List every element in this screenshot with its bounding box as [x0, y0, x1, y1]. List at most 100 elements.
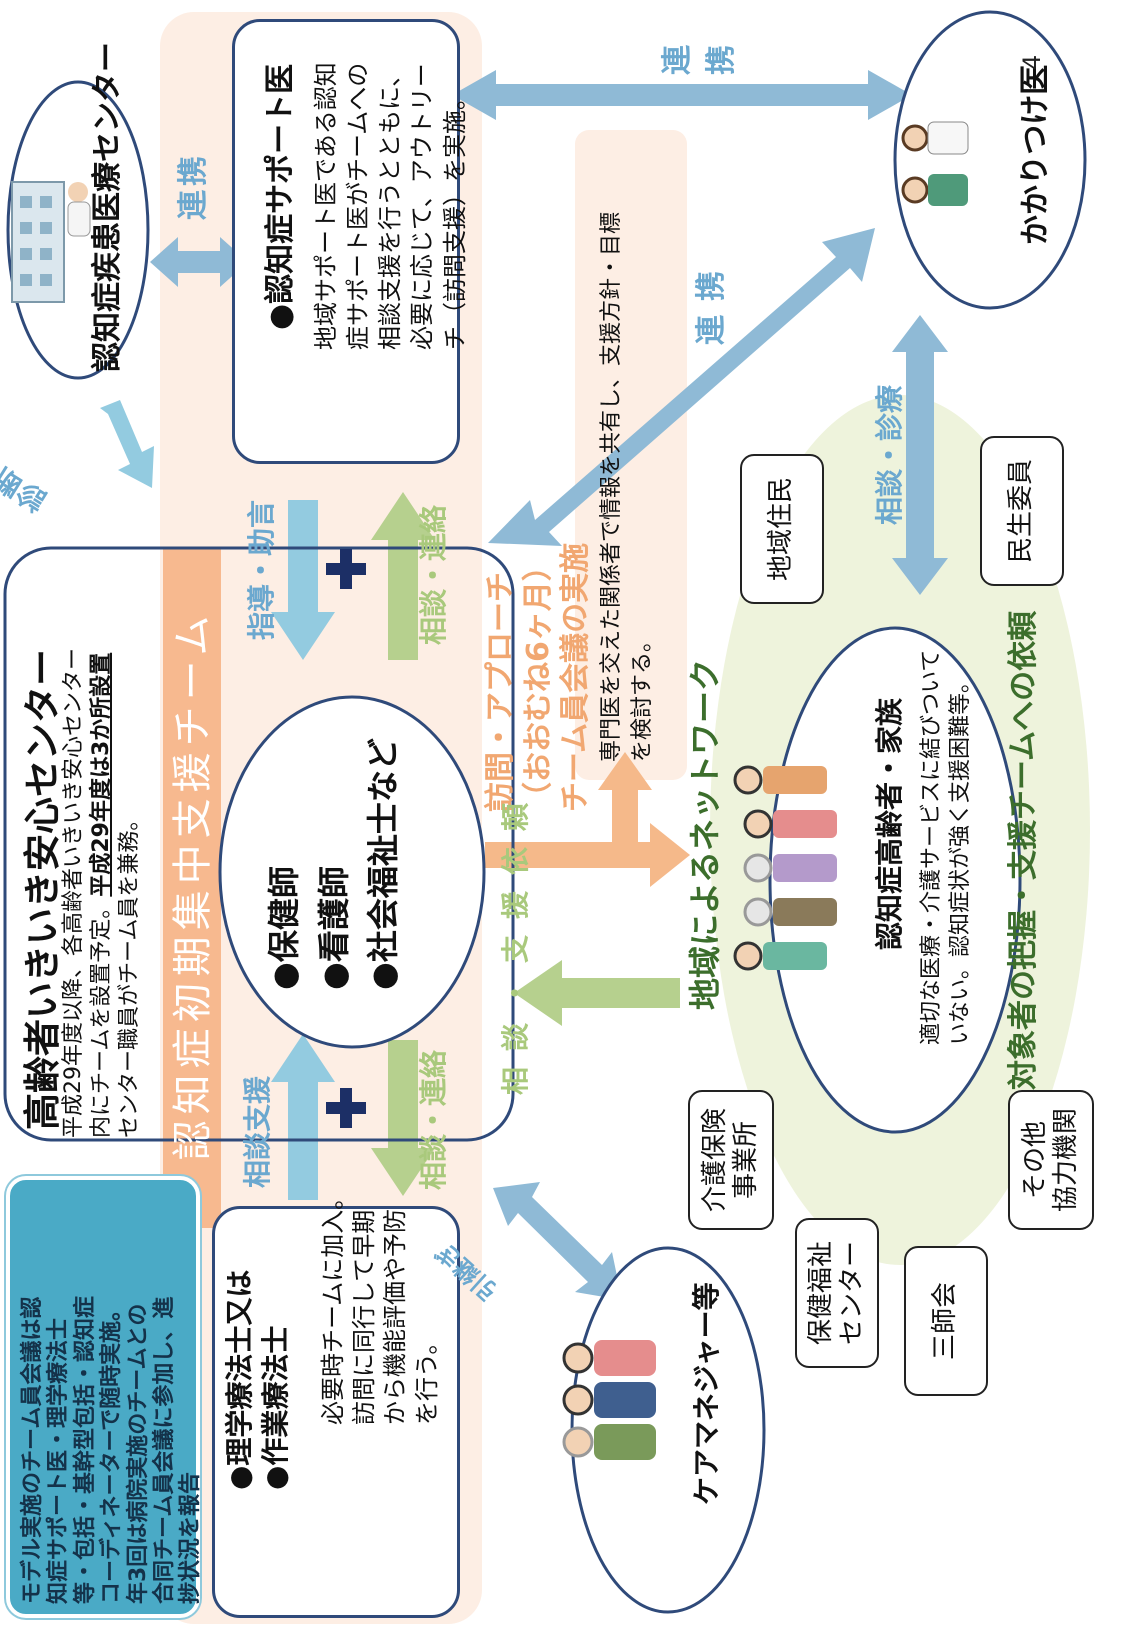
referral-label: 対象者の把握・支援チームへの依頼: [1006, 610, 1041, 1090]
org-line: その他: [1019, 1121, 1050, 1200]
arrow-support-request: [514, 960, 680, 1026]
arrow-guidance: [271, 500, 335, 660]
support-doctor-line: 地域サポート医である認知: [312, 62, 340, 350]
visit-title-line: 訪問・アプローチ: [483, 572, 518, 812]
hospital-building-icon: [11, 181, 91, 303]
label-renkei-top: 連携: [660, 31, 739, 75]
family-doctor-ellipse: [893, 10, 1087, 310]
org-box-hoken: 保健福祉センター: [795, 1218, 879, 1368]
model-note-line: 等・包括・基幹型包括・認知症: [72, 1295, 98, 1604]
visit-title-line: （おおむね6ヶ月）: [520, 551, 556, 812]
arrow-diagnosis: [100, 400, 154, 488]
visit-title-line: チーム員会議の実施: [558, 542, 593, 812]
care-manager-label: ケアマネジャー等: [690, 1282, 723, 1505]
plus-icon: [326, 549, 366, 589]
center-highlight: 平成29年度は3か所設置: [89, 652, 115, 897]
org-line: 三師会: [930, 1282, 961, 1361]
org-box-kaigo: 介護保険事業所: [688, 1090, 774, 1230]
team-banner-bar: [163, 548, 221, 1228]
org-line: 事業所: [731, 1121, 761, 1200]
org-box-minsei: 民生委員: [980, 436, 1064, 586]
center-line: 内にチームを設置予定。平成29年度は3か所設置: [88, 648, 116, 1138]
model-note-box: モデル実施のチーム員会議は認 知症サポート医・理学療法士 等・包括・基幹型包括・…: [6, 1176, 203, 1618]
support-doctor-title: ●認知症サポート医: [263, 63, 298, 330]
org-line: 保健福祉: [805, 1241, 836, 1346]
arrow-support-doctor-family-doctor: [452, 70, 912, 120]
org-line: 地域住民: [766, 477, 797, 582]
org-line: センター: [837, 1241, 867, 1346]
org-line: 民生委員: [1006, 459, 1037, 564]
support-doctor-line: チ（訪問支援）を実施。: [440, 86, 469, 350]
label-sodan-shien-irai: 相談・支援依頼: [499, 786, 532, 1095]
label-sodan-shien: 相談支援: [241, 1075, 274, 1188]
member-public-health-nurse: ●保健師: [265, 866, 303, 990]
arrow-consult-up: [371, 492, 435, 660]
family-doctor-illustration-icon: [901, 121, 969, 206]
visit-line: を検討する。: [630, 629, 656, 762]
org-box-sonota: その他協力機関: [1008, 1090, 1094, 1230]
center-title: 高齢者いきいき安心センター: [21, 649, 64, 1130]
visit-line: 専門医を交えた関係者で情報を共有し、支援方針・目標: [599, 211, 624, 762]
therapist-line: 必要時チームに加入。: [319, 1185, 347, 1425]
model-note-line: 合同チーム員会議に参加し、進: [151, 1296, 177, 1604]
team-banner: 認知症初期集中支援チーム: [170, 609, 216, 1161]
model-note-line: 知症サポート医・理学療法士: [46, 1317, 72, 1604]
elderly-ellipse: [768, 626, 1022, 1134]
arrow-network-family-doctor: [892, 315, 948, 595]
label-sodan-renraku-top: 相談・連絡: [417, 504, 450, 645]
therapist-line: を行う。: [412, 1330, 441, 1425]
page-number: 4: [1018, 54, 1046, 70]
elderly-title: 認知症高齢者・家族: [873, 697, 906, 950]
model-note-line: モデル実施のチーム員会議は認: [20, 1296, 45, 1604]
arrow-hospital-support-doctor: [150, 237, 248, 287]
arrow-consult-support: [271, 1034, 335, 1200]
org-line: 協力機関: [1051, 1108, 1081, 1213]
hospital-label: 認知症疾患医療センター: [90, 42, 125, 372]
arrow-visit: [485, 823, 690, 887]
center-description: 平成29年度以降、各高齢者いきいき安心センター 内にチームを設置予定。平成29年…: [60, 648, 144, 1138]
center-box-outline: [3, 546, 515, 1142]
visit-title: 訪問・アプローチ （おおむね6ヶ月） チーム員会議の実施: [482, 543, 595, 812]
member-nurse: ●看護師: [314, 866, 353, 990]
label-sodan-renraku-bottom: 相談・連絡: [417, 1049, 450, 1190]
support-doctor-line: 症サポート医がチームへの: [344, 62, 373, 350]
model-note-line: コーディネーターで随時実施。: [99, 1298, 125, 1604]
model-note-line: 年3回は病院実施のチームとの: [125, 1303, 151, 1604]
center-line: 内にチームを設置予定。: [89, 896, 115, 1138]
label-renkei-left: 連携: [176, 152, 211, 220]
members-ellipse: [218, 695, 486, 1049]
therapist-title-line: ●作業療法士: [259, 1325, 293, 1490]
arrow-meeting: [598, 752, 652, 855]
therapist-description: 必要時チームに加入。 訪問に同行して早期 から機能評価や予防 を行う。: [318, 1186, 443, 1425]
therapist-title-line: ●理学療法士又は: [223, 1269, 256, 1490]
arrow-consult-down: [371, 1040, 435, 1196]
arrow-team-family-doctor: [488, 228, 875, 546]
therapist-line: 訪問に同行して早期: [350, 1209, 379, 1425]
therapist-line: から機能評価や予防: [381, 1209, 410, 1425]
support-doctor-line: 相談支援を行うとともに、: [376, 62, 405, 350]
label-shindan: 診断・助言: [0, 415, 53, 518]
center-line: 平成29年度以降、各高齢者いきいき安心センター: [61, 648, 86, 1138]
member-social-worker: ●社会福祉士など: [364, 738, 403, 990]
network-label: 地域によるネットワーク: [686, 658, 724, 1010]
team-members: ●保健師 ●看護師 ●社会福祉士など: [260, 738, 409, 990]
elderly-line: 適切な医療・介護サービスに結びついて: [919, 649, 944, 1045]
support-doctor-description: 地域サポート医である認知 症サポート医がチームへの 相談支援を行うとともに、 必…: [310, 62, 471, 350]
elderly-line: いない。認知症状が強く支援困難等。: [947, 670, 973, 1045]
therapist-title: ●理学療法士又は ●作業療法士: [222, 1270, 295, 1490]
center-line: センター職員がチーム員を兼務。: [117, 808, 143, 1138]
label-shido: 指導・助言: [245, 499, 278, 640]
org-line: 介護保険: [699, 1108, 730, 1213]
org-box-sanshikai: 三師会: [904, 1246, 988, 1396]
elderly-family-illustration-icon: [733, 765, 837, 971]
arrow-handover: [493, 1182, 622, 1300]
label-renkei-mid: 連携: [694, 257, 729, 345]
support-doctor-line: 必要に応じて、アウトリー: [408, 63, 437, 350]
label-sodan-shinryo: 相談・診療: [873, 384, 906, 525]
model-note-line: 捗状況を報告: [178, 1471, 204, 1604]
visit-description: 専門医を交えた関係者で情報を共有し、支援方針・目標 を検討する。: [596, 212, 658, 762]
care-manager-people-icon: [562, 1340, 656, 1460]
elderly-description: 適切な医療・介護サービスに結びついて いない。認知症状が強く支援困難等。: [918, 650, 975, 1045]
family-doctor-label: かかりつけ医: [1018, 64, 1053, 245]
